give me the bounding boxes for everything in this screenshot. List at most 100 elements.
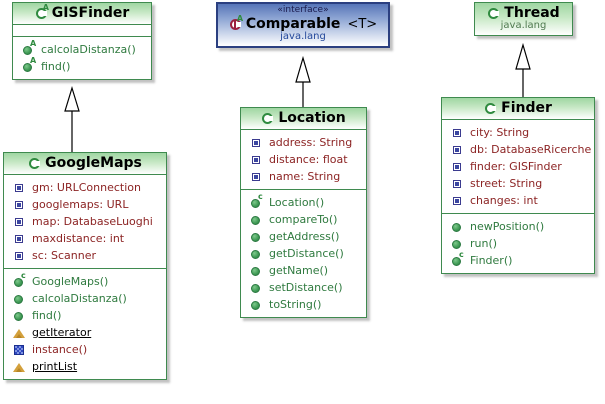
member-label: compareTo() [269, 213, 338, 226]
member-label: run() [470, 237, 498, 250]
field-icon [250, 153, 263, 166]
member-row[interactable]: c Finder() [442, 251, 594, 269]
member-row[interactable]: map: DatabaseLuoghi [4, 213, 166, 230]
class-header-finder: Finder [442, 98, 594, 120]
member-row[interactable]: changes: int [442, 192, 594, 209]
member-row[interactable]: A calcolaDistanza() [13, 40, 151, 58]
member-row[interactable]: finder: GISFinder [442, 158, 594, 175]
member-row[interactable]: run() [442, 235, 594, 252]
class-box-location[interactable]: Location address: String distance: float… [240, 107, 367, 318]
field-icon [451, 126, 464, 139]
member-label: finder: GISFinder [470, 160, 562, 173]
class-icon [28, 157, 41, 170]
method-icon [451, 220, 464, 233]
class-name-googlemaps: GoogleMaps [45, 155, 142, 171]
member-row[interactable]: toString() [241, 296, 366, 313]
member-label: city: String [470, 126, 530, 139]
class-box-gisfinder[interactable]: A GISFinder A calcolaDistanza() A find() [12, 2, 152, 80]
member-row[interactable]: calcolaDistanza() [4, 290, 166, 307]
field-icon [13, 249, 26, 262]
class-name-gisfinder: GISFinder [51, 5, 130, 21]
member-label: gm: URLConnection [32, 181, 141, 194]
member-row[interactable]: compareTo() [241, 211, 366, 228]
member-row[interactable]: db: DatabaseRicerche [442, 141, 594, 158]
fields-section-gisfinder [13, 25, 151, 36]
fields-section-googlemaps: gm: URLConnection googlemaps: URL map: D… [4, 175, 166, 268]
class-header-location: Location [241, 108, 366, 130]
member-row[interactable]: instance() [4, 341, 166, 358]
methods-section-googlemaps: c GoogleMaps() calcolaDistanza() find() … [4, 268, 166, 379]
type-parameter: <T> [347, 16, 378, 32]
member-label: googlemaps: URL [32, 198, 129, 211]
interface-name-comparable: Comparable [245, 16, 341, 32]
member-label: getDistance() [269, 247, 344, 260]
member-row[interactable]: sc: Scanner [4, 247, 166, 264]
member-row[interactable]: c Location() [241, 193, 366, 211]
member-row[interactable]: name: String [241, 168, 366, 185]
field-icon [451, 143, 464, 156]
warning-triangle-icon [13, 360, 26, 373]
member-row[interactable]: maxdistance: int [4, 230, 166, 247]
constructor-icon: c [13, 272, 26, 288]
member-label: address: String [269, 136, 353, 149]
member-label: newPosition() [470, 220, 545, 233]
member-row[interactable]: setDistance() [241, 279, 366, 296]
class-box-finder[interactable]: Finder city: String db: DatabaseRicerche… [441, 97, 595, 274]
class-box-thread[interactable]: Thread java.lang [474, 2, 573, 36]
member-row[interactable]: address: String [241, 134, 366, 151]
method-icon [250, 298, 263, 311]
field-icon [250, 136, 263, 149]
member-row[interactable]: getIterator [4, 324, 166, 341]
interface-box-comparable[interactable]: «interface» A Comparable <T> java.lang [216, 2, 390, 48]
field-icon [451, 160, 464, 173]
member-row[interactable]: getAddress() [241, 228, 366, 245]
member-label: getName() [269, 264, 329, 277]
member-row[interactable]: getDistance() [241, 245, 366, 262]
class-header-thread: Thread java.lang [475, 3, 572, 35]
field-icon [13, 181, 26, 194]
constructor-icon: c [250, 193, 263, 209]
method-icon [13, 309, 26, 322]
field-icon [451, 194, 464, 207]
member-label: calcolaDistanza() [41, 43, 136, 56]
package-label: java.lang [500, 20, 547, 31]
member-row[interactable]: find() [4, 307, 166, 324]
abstract-class-icon: A [35, 3, 49, 20]
member-label: Finder() [470, 254, 513, 267]
member-label: printList [32, 360, 78, 373]
class-icon [484, 102, 497, 115]
member-row[interactable]: c GoogleMaps() [4, 272, 166, 290]
generalization-googlemaps-gisfinder [64, 85, 80, 152]
methods-section-gisfinder: A calcolaDistanza() A find() [13, 36, 151, 79]
method-icon [250, 281, 263, 294]
method-icon [451, 237, 464, 250]
warning-triangle-icon [13, 326, 26, 339]
field-icon [13, 232, 26, 245]
class-box-googlemaps[interactable]: GoogleMaps gm: URLConnection googlemaps:… [3, 152, 167, 380]
member-label: toString() [269, 298, 322, 311]
member-label: distance: float [269, 153, 348, 166]
member-row[interactable]: googlemaps: URL [4, 196, 166, 213]
member-row[interactable]: newPosition() [442, 218, 594, 235]
member-row[interactable]: street: String [442, 175, 594, 192]
member-row[interactable]: getName() [241, 262, 366, 279]
realization-location-comparable [295, 55, 311, 107]
abstract-method-icon: A [22, 40, 36, 56]
field-icon [250, 170, 263, 183]
class-name-finder: Finder [501, 100, 552, 116]
member-row[interactable]: city: String [442, 124, 594, 141]
member-row[interactable]: gm: URLConnection [4, 179, 166, 196]
class-icon [487, 7, 500, 20]
member-label: calcolaDistanza() [32, 292, 127, 305]
abstract-interface-icon: A [229, 14, 243, 31]
generalization-finder-thread [515, 42, 531, 97]
method-icon [250, 264, 263, 277]
member-label: map: DatabaseLuoghi [32, 215, 153, 228]
member-label: GoogleMaps() [32, 275, 109, 288]
member-label: changes: int [470, 194, 538, 207]
member-label: find() [41, 60, 71, 73]
member-row[interactable]: A find() [13, 57, 151, 75]
member-row[interactable]: distance: float [241, 151, 366, 168]
class-header-gisfinder: A GISFinder [13, 3, 151, 25]
member-row[interactable]: printList [4, 358, 166, 375]
